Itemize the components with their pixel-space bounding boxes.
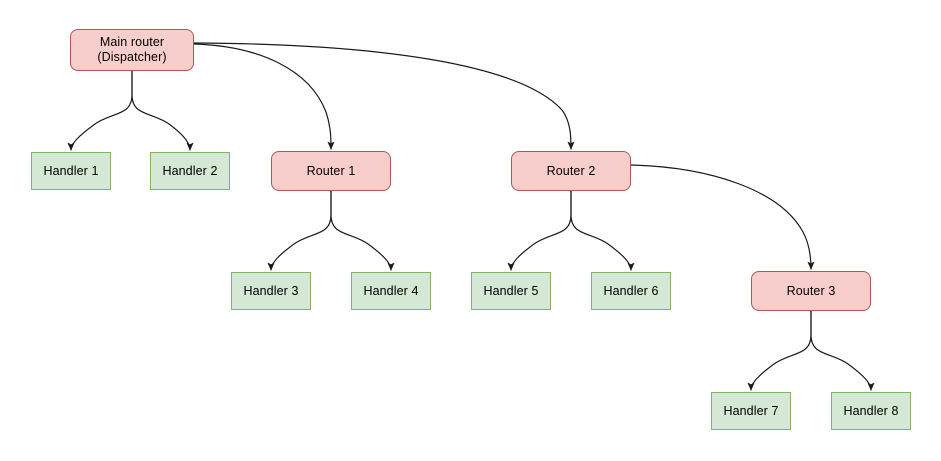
edge-main-to-handler-1 (71, 70, 133, 151)
node-router-3[interactable]: Router 3 (751, 271, 871, 311)
edge-main-to-handler-2 (131, 70, 190, 150)
edge-router-2-to-handler-6 (570, 190, 631, 271)
node-router-1[interactable]: Router 1 (271, 151, 391, 191)
node-router-2[interactable]: Router 2 (511, 151, 631, 191)
edge-router-2-to-handler-5 (511, 190, 572, 271)
node-handler-6[interactable]: Handler 6 (591, 272, 671, 310)
edge-router-1-to-handler-3 (271, 190, 332, 271)
node-handler-5[interactable]: Handler 5 (471, 272, 551, 310)
node-handler-3[interactable]: Handler 3 (231, 272, 311, 310)
edge-router-3-to-handler-8 (810, 310, 871, 391)
node-handler-8[interactable]: Handler 8 (831, 392, 911, 430)
node-handler-7[interactable]: Handler 7 (711, 392, 791, 430)
node-handler-4[interactable]: Handler 4 (351, 272, 431, 310)
node-main-router[interactable]: Main router (Dispatcher) (70, 29, 194, 71)
edge-router-3-to-handler-7 (751, 310, 812, 391)
node-handler-2[interactable]: Handler 2 (150, 152, 230, 190)
edge-router-1-to-handler-4 (330, 190, 391, 271)
edge-main-to-router-2 (193, 42, 571, 149)
edge-router-2-to-router-3 (630, 164, 811, 269)
edge-main-to-router-1 (193, 43, 331, 149)
node-handler-1[interactable]: Handler 1 (31, 152, 111, 190)
